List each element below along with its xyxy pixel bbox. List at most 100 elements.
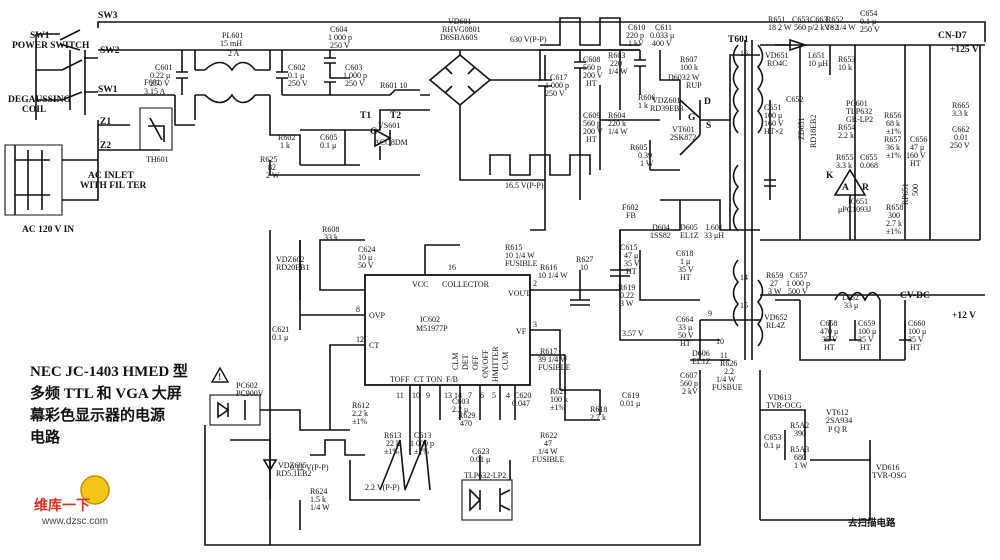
caption-line-3: 幕彩色显示器的电源 <box>29 406 165 424</box>
r629-label: R629 <box>458 411 475 420</box>
n11-label: 11 <box>396 391 404 400</box>
r622-value3: FUSIBLE <box>532 455 565 464</box>
ct-label: CT <box>369 341 379 350</box>
c609-label: C609 <box>583 111 600 120</box>
r658-label: R658 <box>886 203 903 212</box>
waveform-012-icon <box>310 439 365 456</box>
r627-label: R627 <box>576 255 593 264</box>
r624-label: R624 <box>310 487 327 496</box>
r653-label: R653 <box>838 55 855 64</box>
n5-label: 5 <box>492 391 496 400</box>
c662-label: C662 <box>952 125 969 134</box>
sw2-label: SW2 <box>100 46 120 56</box>
v357-label: 3.57 V <box>622 329 644 338</box>
r659-value1: 27 <box>770 279 778 288</box>
c659-value3: HT <box>860 343 871 352</box>
vdz605-label: VDZ605 <box>278 461 306 470</box>
c615-value2: 35 V <box>624 259 640 268</box>
c619-label: C619 <box>622 391 639 400</box>
c655-value: 0.068 <box>860 161 878 170</box>
ac-in-label: AC 120 V IN <box>22 225 74 235</box>
l601-value: 33 μH <box>704 231 724 240</box>
c656-label: C656 <box>910 135 927 144</box>
pin-off: OFF <box>471 355 480 370</box>
r616-label: R616 <box>540 263 557 272</box>
watermark-text: 维库一下 <box>34 497 90 513</box>
pin-hmitter: HMITTER <box>491 346 500 382</box>
r659-label: R659 <box>766 271 783 280</box>
z2-label: Z2 <box>100 141 111 151</box>
pqr-label: P Q R <box>828 425 848 434</box>
vt612-label: VT612 <box>826 408 849 417</box>
ic651-value: μPC1093J <box>838 205 871 214</box>
pin-clm: CLM <box>451 353 460 370</box>
d605-label: D605 <box>680 223 698 232</box>
c618-value3: HT <box>680 273 691 282</box>
t1-label: T1 <box>360 111 371 121</box>
ic651-label: IC651 <box>848 197 868 206</box>
r658-value1: 300 <box>888 211 900 220</box>
l651-value: 10 μH <box>808 59 828 68</box>
r617-value2: FUSIBLE <box>538 363 571 372</box>
r5a3-label: R5A3 <box>790 445 809 454</box>
c658-value2: 35 V <box>822 335 838 344</box>
r626-value2: 1/4 W <box>716 375 736 384</box>
vd601-value1: RHVG0801 <box>442 25 481 34</box>
c664-value3: HT <box>680 339 691 348</box>
r652-label: R652 <box>826 15 843 24</box>
caption-line-1: NEC JC-1403 HMED 型 <box>30 362 188 380</box>
c653b-value: 0.1 μ <box>764 441 780 450</box>
c613-value2: ±1% <box>414 447 429 456</box>
r621-label: R621 <box>550 387 567 396</box>
c603-value2: 250 V <box>345 79 365 88</box>
c615-label: C615 <box>620 243 637 252</box>
r665-value: 3.3 k <box>952 109 968 118</box>
r659-value2: 3 W <box>768 287 782 296</box>
c651-value1: 100 μ <box>764 111 782 120</box>
w630-label: 630 V(P-P) <box>510 35 547 44</box>
c611-value2: 400 V <box>652 39 672 48</box>
pin-det: DET <box>461 354 470 370</box>
pin11-label: 11 <box>720 351 728 360</box>
n10-label: 10 <box>412 391 420 400</box>
r624-value2: 1/4 W <box>310 503 330 512</box>
th601-label: TH601 <box>146 155 169 164</box>
c660-value2: 35 V <box>908 335 924 344</box>
r657-label: R657 <box>884 135 901 144</box>
r5a3-value2: 1 W <box>794 461 808 470</box>
r613-label: R613 <box>384 431 401 440</box>
c608-label: C608 <box>583 55 600 64</box>
c603b-value: 2.2 μ <box>452 405 468 414</box>
n9-label: 9 <box>426 391 430 400</box>
r602-value: 1 k <box>280 141 290 150</box>
vd616-value: TVR-OSG <box>872 471 907 480</box>
vcc-label: VCC <box>412 280 428 289</box>
c609-value2: 200 V <box>583 127 603 136</box>
caption: NEC JC-1403 HMED 型 多频 TTL 和 VGA 大屏 幕彩色显示… <box>29 362 188 446</box>
n8-label: 8 <box>356 305 360 314</box>
n6-label: 6 <box>480 391 484 400</box>
r603-value1: 220 <box>610 59 622 68</box>
d604-value: 1SS82 <box>650 231 671 240</box>
d606-value: EL1Z <box>692 357 711 366</box>
pin-onoff: ON/OFF <box>481 349 490 378</box>
n7-label: 7 <box>468 391 472 400</box>
c621-label: C621 <box>272 325 289 334</box>
l651-label: L651 <box>808 51 825 60</box>
c624-value2: 50 V <box>358 261 374 270</box>
ic602-value: M51977P <box>416 324 448 333</box>
c662-value1: 0.01 <box>954 133 968 142</box>
r605-value2: 1 W <box>640 159 654 168</box>
r613-value2: ±1% <box>384 447 399 456</box>
r-label: R <box>862 183 869 193</box>
zd651-label: ZD651 <box>797 117 806 140</box>
r612-value2: ±1% <box>352 417 367 426</box>
c605-label: C605 <box>320 133 337 142</box>
c656-value2: 160 V <box>906 151 926 160</box>
w165-label: 16.5 V(P-P) <box>505 181 544 190</box>
n4-label: 4 <box>506 391 510 400</box>
rp651-label: RP651 <box>901 183 910 205</box>
c609-value3: HT <box>586 135 597 144</box>
cv-label: CV-DC <box>900 291 930 301</box>
